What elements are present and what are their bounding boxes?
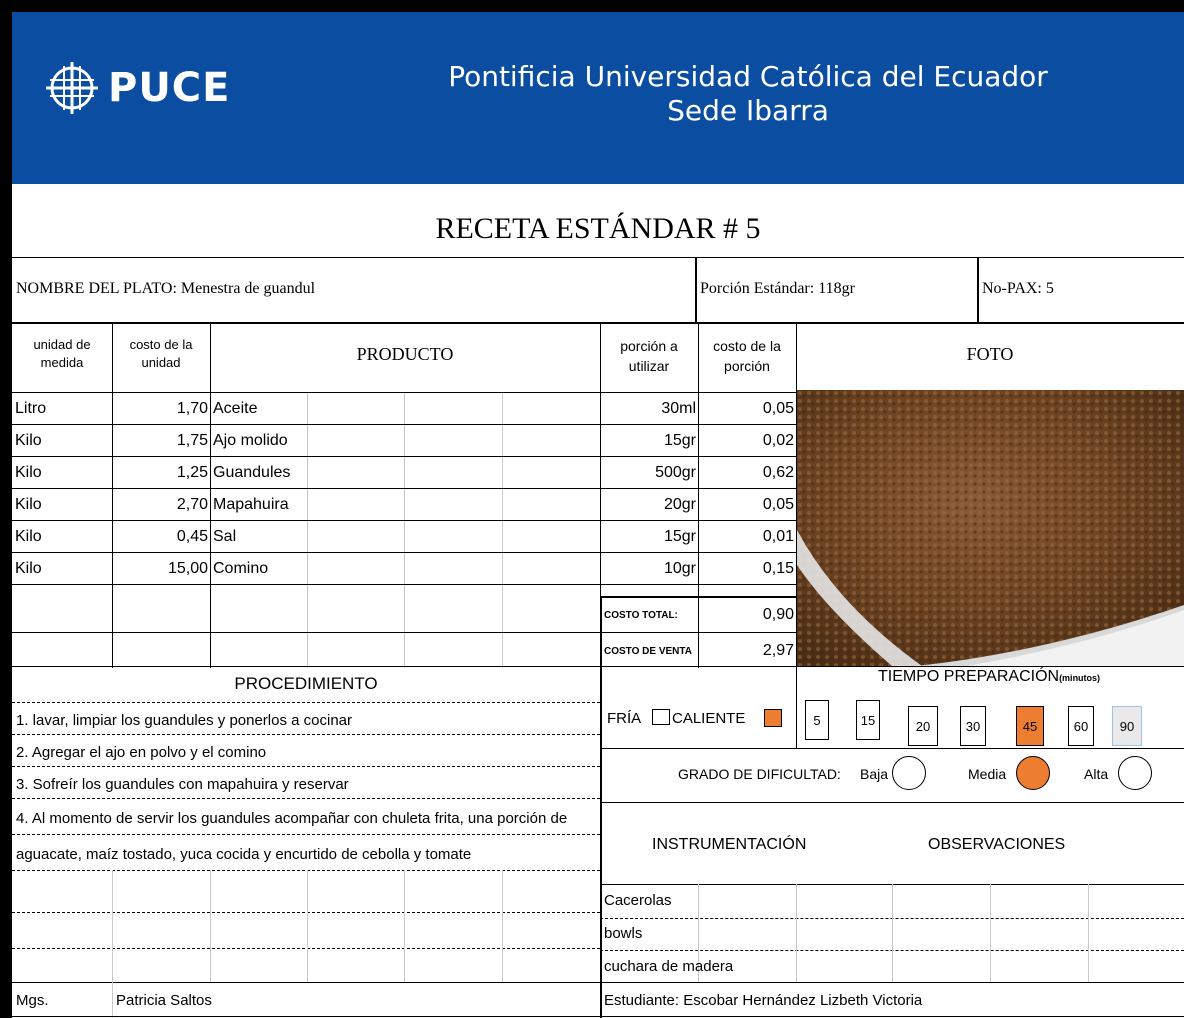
cell-product: Guandules <box>213 464 291 481</box>
col-photo: FOTO <box>966 344 1014 364</box>
cell-unit: Kilo <box>15 496 42 513</box>
sale-cost-label: COSTO DE VENTA <box>604 646 692 657</box>
col-portion-use: porción a utilizar <box>620 338 678 374</box>
procedure-step: 3. Sofreír los guandules con mapahuira y… <box>16 776 349 793</box>
cell-product: Sal <box>213 528 237 545</box>
observations-heading: OBSERVACIONES <box>928 836 1066 853</box>
university-line2: Sede Ibarra <box>667 94 829 127</box>
teacher-title: Mgs. <box>16 992 49 1009</box>
prep-time-option[interactable]: 30 <box>960 706 986 746</box>
teacher-name: Patricia Saltos <box>116 992 212 1009</box>
temp-hot-label: CALIENTE <box>672 710 746 727</box>
cell-portion: 15gr <box>663 432 696 449</box>
recipe-title: RECETA ESTÁNDAR # 5 <box>435 212 761 245</box>
university-line1: Pontificia Universidad Católica del Ecua… <box>448 60 1048 93</box>
cell-portion-cost: 0,62 <box>762 464 794 481</box>
difficulty-low-radio[interactable] <box>892 756 926 790</box>
cell-product: Ajo molido <box>213 432 288 449</box>
sale-cost-value: 2,97 <box>762 642 794 659</box>
dish-name: NOMBRE DEL PLATO: Menestra de guandul <box>16 280 316 297</box>
temp-cold-checkbox[interactable] <box>652 709 670 725</box>
difficulty-low-label: Baja <box>860 766 889 782</box>
puce-cross-icon <box>46 62 98 114</box>
cell-product: Mapahuira <box>213 496 289 513</box>
difficulty-high-radio[interactable] <box>1118 756 1152 790</box>
col-unit: unidad de medida <box>33 337 91 370</box>
prep-time-option[interactable]: 90 <box>1112 706 1142 746</box>
instrument-item: bowls <box>604 925 643 942</box>
procedure-step: 1. lavar, limpiar los guandules y ponerl… <box>16 712 353 729</box>
difficulty-medium-label: Media <box>968 766 1007 782</box>
dish-photo <box>797 390 1184 666</box>
cell-portion: 30ml <box>661 400 696 417</box>
procedure-step: 4. Al momento de servir los guandules ac… <box>16 810 568 827</box>
difficulty-label: GRADO DE DIFICULTAD: <box>678 766 841 782</box>
prep-time-option[interactable]: 60 <box>1068 706 1094 746</box>
cell-unit-cost: 15,00 <box>167 560 208 577</box>
logo-text: PUCE <box>108 65 231 111</box>
total-cost-value: 0,90 <box>762 606 794 623</box>
difficulty-high-label: Alta <box>1084 766 1109 782</box>
cell-portion: 15gr <box>663 528 696 545</box>
temp-hot-checkbox[interactable] <box>764 709 782 727</box>
prep-time-option[interactable]: 5 <box>805 700 829 740</box>
prep-time-unit: (minutos) <box>1059 673 1101 683</box>
student-name: Estudiante: Escobar Hernández Lizbeth Vi… <box>604 992 923 1009</box>
procedure-heading: PROCEDIMIENTO <box>234 674 378 693</box>
cell-portion: 10gr <box>663 560 696 577</box>
cell-product: Aceite <box>213 400 258 417</box>
temp-cold-label: FRÍA <box>607 710 642 727</box>
pax-count: No-PAX: 5 <box>982 280 1054 297</box>
prep-time-title: TIEMPO PREPARACIÓN <box>878 668 1060 685</box>
difficulty-medium-radio[interactable] <box>1016 756 1050 790</box>
procedure-step: aguacate, maíz tostado, yuca cocida y en… <box>16 846 472 863</box>
cell-product: Comino <box>213 560 269 577</box>
cell-unit: Kilo <box>15 560 42 577</box>
cell-unit: Litro <box>15 400 47 417</box>
prep-time-label: TIEMPO PREPARACIÓN(minutos) <box>878 668 1100 686</box>
col-product: PRODUCTO <box>356 344 454 364</box>
puce-logo: PUCE <box>44 60 230 116</box>
recipe-sheet: PUCE Pontificia Universidad Católica del… <box>12 12 1184 1018</box>
prep-time-option[interactable]: 15 <box>856 700 880 740</box>
cell-unit-cost: 1,25 <box>176 464 208 481</box>
cell-portion: 20gr <box>663 496 696 513</box>
instrumentation-heading: INSTRUMENTACIÓN <box>652 836 807 853</box>
prep-time-option-selected[interactable]: 45 <box>1016 706 1044 746</box>
cell-unit-cost: 1,70 <box>176 400 208 417</box>
cell-unit: Kilo <box>15 528 42 545</box>
cell-portion-cost: 0,02 <box>762 432 794 449</box>
standard-portion: Porción Estándar: 118gr <box>700 280 855 297</box>
cell-unit-cost: 0,45 <box>176 528 208 545</box>
total-cost-label: COSTO TOTAL: <box>604 610 678 621</box>
cell-portion-cost: 0,01 <box>762 528 794 545</box>
cell-portion: 500gr <box>655 464 696 481</box>
cell-portion-cost: 0,15 <box>762 560 794 577</box>
header-banner: PUCE Pontificia Universidad Católica del… <box>12 12 1184 184</box>
instrument-item: cuchara de madera <box>604 958 734 975</box>
col-portion-cost: costo de la porción <box>713 338 781 374</box>
col-unit-cost: costo de la unidad <box>129 337 193 370</box>
prep-time-option[interactable]: 20 <box>908 706 938 746</box>
procedure-step: 2. Agregar el ajo en polvo y el comino <box>16 744 267 761</box>
university-name: Pontificia Universidad Católica del Ecua… <box>392 60 1104 128</box>
cell-unit-cost: 2,70 <box>176 496 208 513</box>
cell-portion-cost: 0,05 <box>762 496 794 513</box>
cell-unit-cost: 1,75 <box>176 432 208 449</box>
cell-portion-cost: 0,05 <box>762 400 794 417</box>
instrument-item: Cacerolas <box>604 892 672 909</box>
cell-unit: Kilo <box>15 464 42 481</box>
cell-unit: Kilo <box>15 432 42 449</box>
